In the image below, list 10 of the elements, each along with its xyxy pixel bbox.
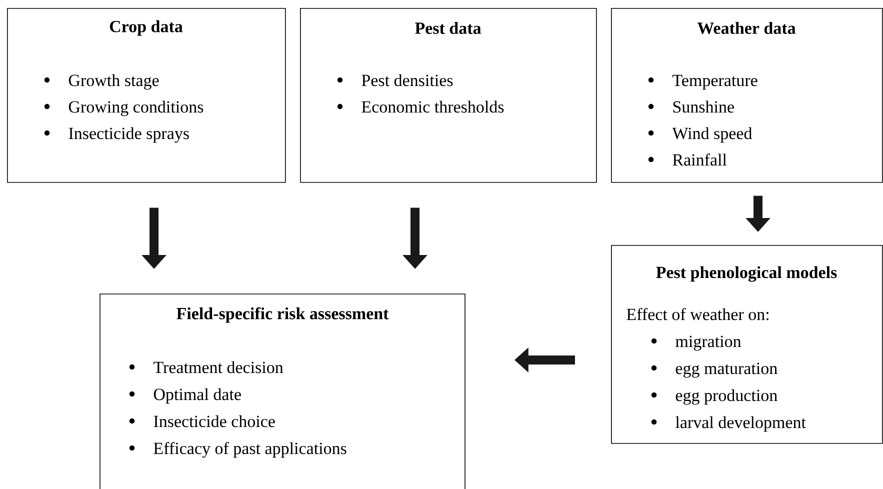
info-box: Weather data Temperature Sunshine Wind speed Rainfall	[611, 8, 883, 183]
info-box: Field-specific risk assessment Treatment decision Optimal date Insecticide choice Efficacy of past applications	[100, 294, 466, 489]
node-label: Optimal date	[154, 388, 241, 404]
info-box: Pest phenological models Effect of weather on: migration egg maturation egg production larval development	[611, 245, 883, 444]
node-label: Efficacy of past applications	[154, 442, 346, 458]
node-label: Field-specific risk assessment	[176, 307, 389, 323]
info-box: Crop data Growth stage Growing conditions Insecticide sprays	[7, 8, 286, 183]
node-label: Insecticide choice	[154, 415, 275, 428]
info-box: Pest data Pest densities Economic thresholds	[300, 8, 597, 183]
node-label: Treatment decision	[154, 361, 284, 374]
